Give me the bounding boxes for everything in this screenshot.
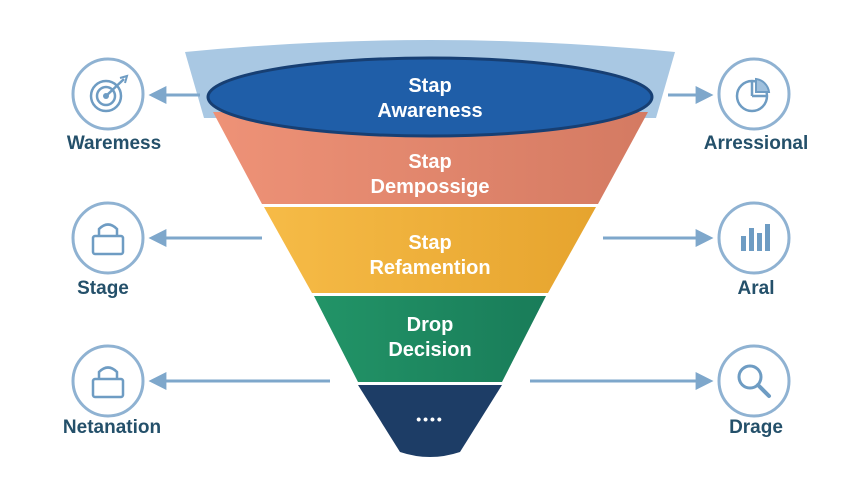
left-label-1: Waremess bbox=[66, 133, 162, 154]
stage-3-line1: Stap bbox=[408, 232, 451, 254]
bag-icon bbox=[71, 201, 145, 275]
target-icon bbox=[71, 57, 145, 131]
bar-chart-icon bbox=[717, 201, 791, 275]
stage-2-line1: Stap bbox=[408, 151, 451, 173]
stage-1-line1: Stap bbox=[408, 75, 451, 97]
bag-icon bbox=[71, 344, 145, 418]
stage-1-line2: Awareness bbox=[377, 100, 482, 122]
stage-4-line1: Drop bbox=[407, 314, 454, 336]
stage-3-line2: Refamention bbox=[369, 257, 490, 279]
funnel-stage-4 bbox=[314, 296, 546, 382]
magnifier-icon bbox=[717, 344, 791, 418]
funnel-stage-5 bbox=[358, 385, 502, 457]
right-label-2: Aral bbox=[737, 278, 775, 299]
stage-5-dots: •••• bbox=[416, 411, 444, 427]
funnel-stage-3 bbox=[264, 207, 596, 293]
stage-4-line2: Decision bbox=[388, 339, 471, 361]
funnel-stage-1 bbox=[206, 56, 654, 138]
right-label-1: Arressional bbox=[703, 133, 809, 154]
left-label-2: Stage bbox=[77, 278, 129, 299]
left-label-3: Netanation bbox=[62, 417, 162, 438]
stage-2-line2: Dempossige bbox=[371, 176, 490, 198]
right-label-3: Drage bbox=[729, 417, 783, 438]
pie-chart-icon bbox=[717, 57, 791, 131]
funnel-stage-2 bbox=[213, 112, 648, 204]
